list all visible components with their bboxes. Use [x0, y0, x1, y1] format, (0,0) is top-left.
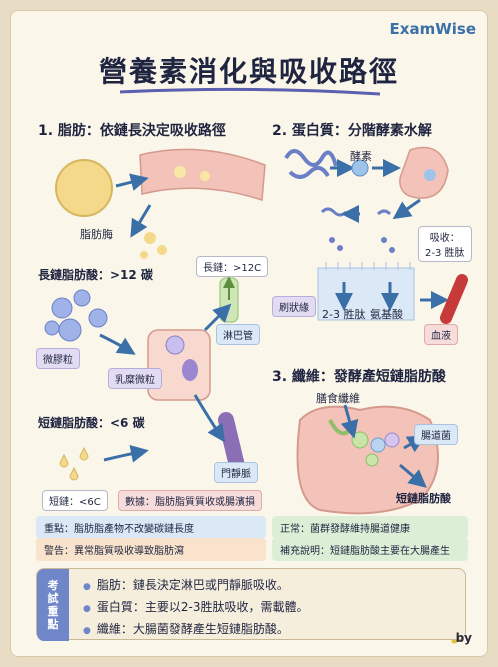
- enterocyte-cell-icon: [147, 329, 211, 401]
- exam-summary-tag: 考 試 重 點: [37, 569, 69, 641]
- brush-border-label: 刷狀緣: [272, 296, 316, 317]
- blood-label: 血液: [424, 324, 458, 345]
- enzyme-icon: [351, 159, 369, 177]
- blood-vessel-icon: [440, 274, 468, 324]
- summary-item: 纖維：大腸菌發酵產生短鏈脂肪酸。: [83, 619, 308, 641]
- short-chain-tag: 短鏈：<6C: [42, 490, 108, 511]
- tag-char: 試: [47, 592, 59, 605]
- portal-vein-label: 門靜脈: [214, 462, 258, 483]
- page-title: 營養素消化與吸收路徑: [98, 55, 399, 88]
- summary-item: 蛋白質：主要以2-3胜肽吸收，需載體。: [83, 597, 309, 619]
- arrow-icon: [203, 303, 232, 332]
- stomach-icon: [399, 146, 449, 199]
- summary-list: 脂肪：鏈長決定淋巴或門靜脈吸收。 蛋白質：主要以2-3胜肽吸收，需載體。 纖維：…: [83, 575, 309, 641]
- protein-chain-icon: [284, 149, 338, 167]
- warning-bar: 警告：異常脂質吸收導致脂肪瀉: [36, 538, 266, 561]
- arrow-icon: [193, 394, 225, 443]
- lymph-label: 淋巴管: [216, 324, 260, 345]
- arrow-icon: [99, 333, 136, 355]
- bacteria-icon: [351, 431, 369, 449]
- gut-bacteria-label: 腸道菌: [414, 424, 458, 445]
- micelle-icon: [44, 289, 108, 342]
- fat-droplet-icon: [55, 159, 113, 217]
- exam-summary-box: 考 試 重 點 脂肪：鏈長決定淋巴或門靜脈吸收。 蛋白質：主要以2-3胜肽吸收，…: [36, 568, 466, 641]
- title-underline: [119, 87, 381, 96]
- chylomicron-icon: [165, 335, 185, 355]
- arrow-icon: [130, 204, 152, 238]
- peptide-label: 2-3 胜肽: [322, 308, 366, 321]
- long-chain-tag: 長鏈：>12C: [196, 256, 269, 277]
- absorb-note: 吸收： 2-3 胜肽: [418, 226, 472, 262]
- micelle-label: 微膠粒: [36, 348, 80, 369]
- brand-logo: ExamWise: [389, 20, 476, 38]
- tag-char: 重: [47, 605, 59, 618]
- summary-item: 脂肪：鏈長決定淋巴或門靜脈吸收。: [83, 575, 308, 597]
- fat-section-heading: 1. 脂肪：依鏈長決定吸收路徑: [38, 123, 226, 139]
- lipase-label: 脂肪脢: [80, 228, 113, 241]
- supplement-bar: 補充說明：短鏈脂肪酸主要在大腸產生: [272, 538, 468, 561]
- tag-char: 點: [47, 618, 59, 631]
- arrow-icon: [115, 173, 149, 191]
- scfa-label: 短鏈脂肪酸: [396, 492, 451, 505]
- dietary-fiber-label: 膳食纖維: [316, 392, 360, 405]
- arrow-icon: [103, 444, 149, 463]
- long-chain-label: 長鏈脂肪酸：>12 碳: [38, 268, 153, 282]
- arrow-icon: [392, 198, 421, 220]
- tag-char: 考: [47, 579, 59, 592]
- enzyme-label: 酵素: [350, 150, 372, 163]
- portal-vein-icon: [218, 412, 246, 478]
- key-point-bar: 重點：脂肪脂產物不改變碳鏈長度: [36, 516, 266, 539]
- amino-acid-label: 氨基酸: [370, 308, 403, 321]
- error-note: 數據：脂肪脂質質收或腸濱損: [118, 490, 262, 511]
- byline: by: [455, 631, 472, 645]
- normal-bar: 正常：菌群發酵維持腸道健康: [272, 516, 468, 539]
- short-chain-label: 短鏈脂肪酸：<6 碳: [38, 416, 145, 430]
- chylomicron-label: 乳糜微粒: [108, 368, 162, 389]
- fiber-section-heading: 3. 纖維：發酵產短鏈脂肪酸: [272, 369, 446, 385]
- protein-section-heading: 2. 蛋白質：分階酵素水解: [272, 123, 432, 139]
